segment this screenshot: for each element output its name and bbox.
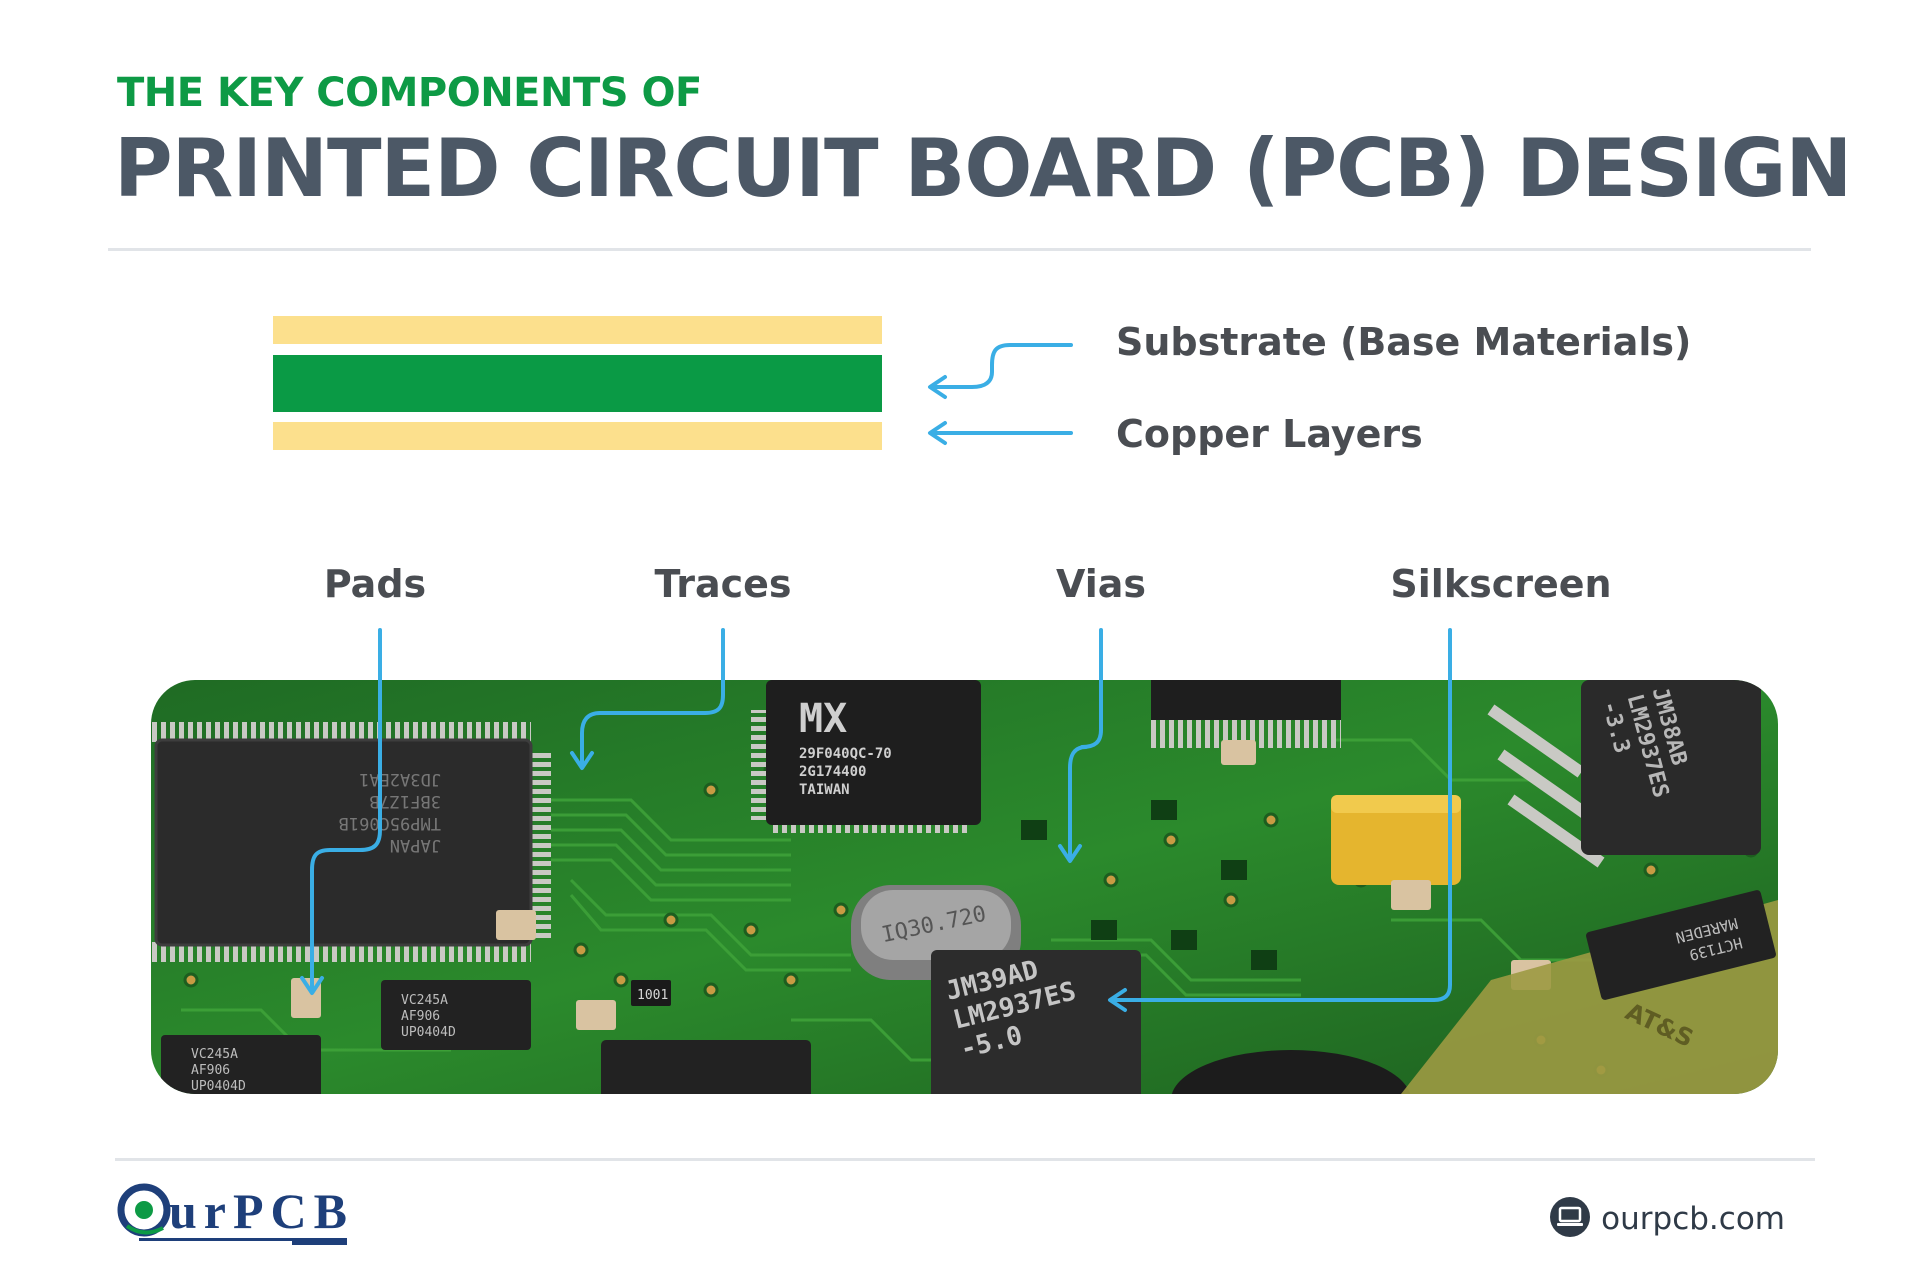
mx-marking-4: TAIWAN — [799, 782, 850, 798]
ic1-marking-2: AF906 — [401, 1009, 440, 1024]
website-link[interactable]: ourpcb.com — [1549, 1196, 1785, 1242]
copper-arrowhead-icon — [928, 421, 947, 445]
copper-layers-label: Copper Layers — [1116, 412, 1423, 456]
qfp-chip-left: JAPAN TMP95C061B 3BF1Z7B JD3A2EA1 — [151, 722, 551, 962]
ourpcb-logo: urPCB — [117, 1178, 357, 1254]
qfp-marking-2: TMP95C061B — [339, 813, 441, 833]
qfp-marking-3: 3BF1Z7B — [369, 791, 441, 811]
substrate-layer — [273, 355, 882, 412]
logo-wordmark: urPCB — [169, 1183, 347, 1239]
top-copper-layer — [273, 316, 882, 344]
ic1-marking-1: VC245A — [401, 993, 448, 1008]
traces-label: Traces — [654, 562, 792, 606]
electrolytic-capacitor — [1171, 1050, 1411, 1094]
header-divider — [108, 248, 1811, 251]
logo-mark: urPCB — [117, 1183, 347, 1245]
small-ic-2: VC245A AF906 UP0404D — [161, 1035, 321, 1094]
bottom-chip — [601, 1040, 811, 1094]
pads-label: Pads — [323, 562, 427, 606]
regulator-chip: JM39AD LM2937ES -5.0 — [931, 950, 1141, 1094]
ic2-marking-2: AF906 — [191, 1063, 230, 1078]
layer-stack-diagram — [273, 316, 1073, 450]
tantalum-capacitor — [1331, 795, 1461, 885]
mx-logo: MX — [799, 696, 847, 742]
qfp-marking-4: JD3A2EA1 — [359, 769, 441, 789]
resistor-marking: 1001 — [637, 988, 668, 1003]
laptop-icon — [1549, 1196, 1591, 1242]
mx-marking-2: 29F040QC-70 — [799, 746, 892, 762]
regulator-top-right: JM38AB LM2937ES -3.3 — [1487, 680, 1761, 868]
mx-chip: MX 29F040QC-70 2G174400 TAIWAN — [751, 680, 981, 833]
mx-marking-3: 2G174400 — [799, 764, 866, 780]
small-ic-1: VC245A AF906 UP0404D — [381, 980, 531, 1050]
vias-label: Vias — [1055, 562, 1147, 606]
website-text: ourpcb.com — [1601, 1201, 1785, 1237]
hct-chip: HCT139 MAREDEN — [1586, 890, 1776, 1000]
substrate-arrow — [930, 343, 1073, 389]
ic1-marking-3: UP0404D — [401, 1025, 456, 1040]
pcb-illustration: JAPAN TMP95C061B 3BF1Z7B JD3A2EA1 MX 29F… — [151, 680, 1778, 1094]
top-comb-chip — [1151, 680, 1341, 748]
ic2-marking-1: VC245A — [191, 1047, 238, 1062]
page-title: PRINTED CIRCUIT BOARD (PCB) DESIGN — [114, 122, 1852, 215]
qfp-marking-1: JAPAN — [390, 835, 441, 855]
bottom-copper-layer — [273, 422, 882, 450]
substrate-arrowhead-icon — [928, 375, 947, 399]
subtitle: THE KEY COMPONENTS OF — [117, 70, 702, 116]
footer-divider — [115, 1158, 1815, 1161]
ic2-marking-3: UP0404D — [191, 1079, 246, 1094]
pcb-photo: JAPAN TMP95C061B 3BF1Z7B JD3A2EA1 MX 29F… — [151, 680, 1778, 1094]
silkscreen-label: Silkscreen — [1390, 562, 1612, 606]
substrate-label: Substrate (Base Materials) — [1116, 320, 1692, 364]
